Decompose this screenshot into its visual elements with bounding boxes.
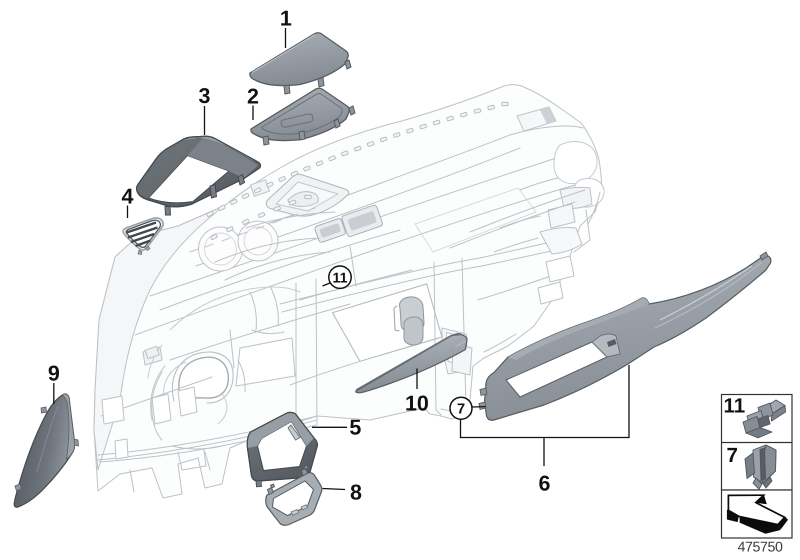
svg-text:3: 3 [199, 84, 211, 108]
svg-text:6: 6 [539, 471, 551, 495]
svg-text:7: 7 [727, 444, 738, 467]
svg-text:7: 7 [457, 401, 465, 417]
svg-text:1: 1 [280, 7, 292, 31]
svg-text:5: 5 [349, 416, 361, 440]
svg-text:2: 2 [247, 85, 259, 109]
svg-text:8: 8 [350, 481, 362, 505]
svg-text:11: 11 [333, 270, 348, 286]
svg-text:9: 9 [48, 361, 60, 385]
svg-text:11: 11 [724, 395, 746, 418]
svg-text:4: 4 [122, 185, 134, 209]
svg-text:475750: 475750 [738, 540, 783, 556]
svg-text:10: 10 [405, 392, 429, 416]
